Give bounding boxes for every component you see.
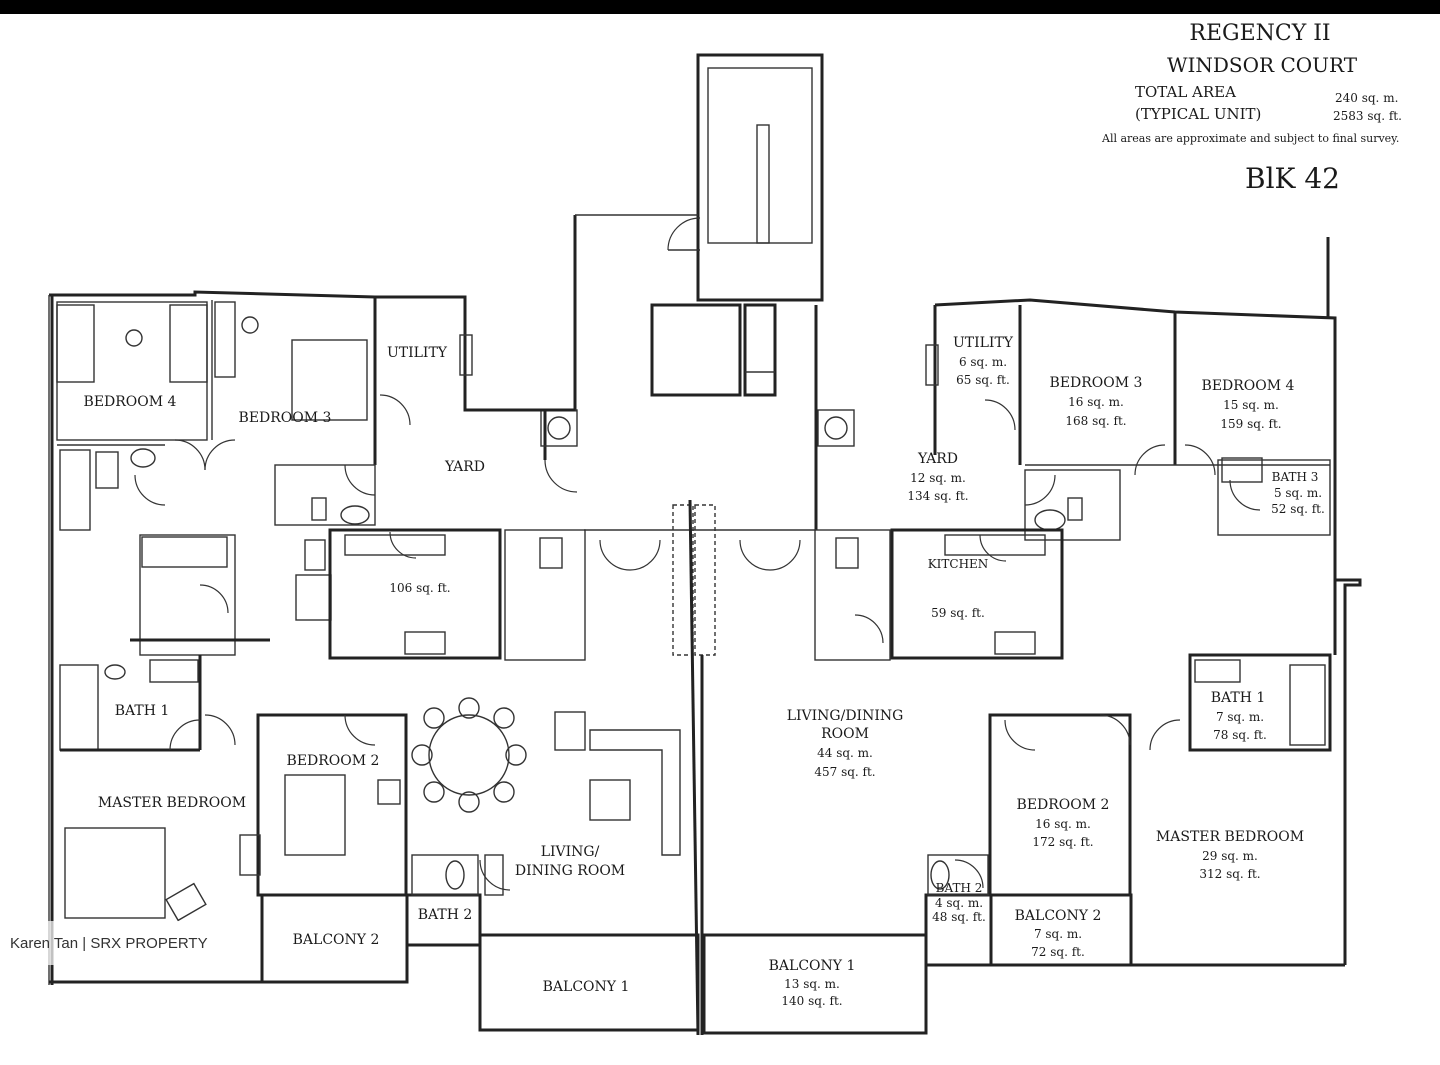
right-living-dining-label-1: LIVING/DINING <box>787 708 904 724</box>
total-area-label: TOTAL AREA <box>1135 83 1236 101</box>
right-bedroom-3-sqft: 168 sq. ft. <box>1065 414 1126 428</box>
right-living-dining-sqft: 457 sq. ft. <box>814 765 875 779</box>
left-unit <box>48 290 700 1036</box>
right-balcony-2-sqft: 72 sq. ft. <box>1031 945 1085 959</box>
left-bath-1-label: BATH 1 <box>115 703 170 719</box>
watermark-credit: Karen Tan | SRX PROPERTY <box>0 921 236 965</box>
right-balcony-1-label: BALCONY 1 <box>769 958 856 974</box>
right-bedroom-2-label: BEDROOM 2 <box>1017 797 1110 813</box>
right-master-bedroom-label: MASTER BEDROOM <box>1156 829 1304 845</box>
right-living-dining-sqm: 44 sq. m. <box>817 746 873 760</box>
area-disclaimer: All areas are approximate and subject to… <box>1101 132 1399 145</box>
plan-subtitle: WINDSOR COURT <box>1167 53 1358 77</box>
right-bedroom-4-sqm: 15 sq. m. <box>1223 398 1279 412</box>
right-bedroom-4-label: BEDROOM 4 <box>1202 378 1295 394</box>
left-bedroom-4-label: BEDROOM 4 <box>84 394 177 410</box>
service-core <box>540 53 855 656</box>
left-living-dining-label-1: LIVING/ <box>541 844 600 860</box>
total-area-sqft: 2583 sq. ft. <box>1333 109 1402 123</box>
left-bath-2-label: BATH 2 <box>418 907 473 923</box>
left-unit-labels: BEDROOM 4 BEDROOM 3 UTILITY YARD 106 sq.… <box>84 345 630 995</box>
left-yard-label: YARD <box>444 459 485 475</box>
right-balcony-1-sqft: 140 sq. ft. <box>781 994 842 1008</box>
right-bath-1-label: BATH 1 <box>1211 690 1266 706</box>
right-bath-2-label: BATH 2 <box>936 881 983 895</box>
right-balcony-1-sqm: 13 sq. m. <box>784 977 840 991</box>
right-bedroom-2-sqm: 16 sq. m. <box>1035 817 1091 831</box>
right-master-bedroom-sqft: 312 sq. ft. <box>1199 867 1260 881</box>
right-yard-sqm: 12 sq. m. <box>910 471 966 485</box>
right-bath-3-sqm: 5 sq. m. <box>1274 486 1322 500</box>
right-utility-sqm: 6 sq. m. <box>959 355 1007 369</box>
right-bath-1-sqm: 7 sq. m. <box>1216 710 1264 724</box>
left-master-bedroom-label: MASTER BEDROOM <box>98 795 246 811</box>
top-border <box>0 0 1440 14</box>
right-bedroom-4-sqft: 159 sq. ft. <box>1220 417 1281 431</box>
right-bedroom-3-sqm: 16 sq. m. <box>1068 395 1124 409</box>
right-utility-sqft: 65 sq. ft. <box>956 373 1010 387</box>
title-block: REGENCY II WINDSOR COURT TOTAL AREA (TYP… <box>1101 21 1402 195</box>
right-bath-3-label: BATH 3 <box>1272 470 1319 484</box>
right-bath-2-sqm: 4 sq. m. <box>935 896 983 910</box>
right-yard-sqft: 134 sq. ft. <box>907 489 968 503</box>
left-living-dining-label-2: DINING ROOM <box>515 863 625 879</box>
left-utility-label: UTILITY <box>387 345 448 361</box>
total-area-sqm: 240 sq. m. <box>1335 91 1398 105</box>
right-unit <box>700 237 1362 1035</box>
right-yard-label: YARD <box>917 451 958 467</box>
left-balcony-1-label: BALCONY 1 <box>543 979 630 995</box>
right-balcony-2-label: BALCONY 2 <box>1015 908 1102 924</box>
left-bedroom-3-label: BEDROOM 3 <box>239 410 332 426</box>
right-unit-labels: UTILITY 6 sq. m. 65 sq. ft. BEDROOM 3 16… <box>769 335 1325 1008</box>
right-bedroom-3-label: BEDROOM 3 <box>1050 375 1143 391</box>
typical-unit-note: (TYPICAL UNIT) <box>1135 105 1261 123</box>
plan-title: REGENCY II <box>1189 21 1330 46</box>
right-bedroom-2-sqft: 172 sq. ft. <box>1032 835 1093 849</box>
right-bath-2-sqft: 48 sq. ft. <box>932 910 986 924</box>
right-kitchen-label: KITCHEN <box>928 557 989 571</box>
right-balcony-2-sqm: 7 sq. m. <box>1034 927 1082 941</box>
right-master-bedroom-sqm: 29 sq. m. <box>1202 849 1258 863</box>
block-number: BlK 42 <box>1245 162 1340 195</box>
right-bath-1-sqft: 78 sq. ft. <box>1213 728 1267 742</box>
left-balcony-2-label: BALCONY 2 <box>293 932 380 948</box>
right-living-dining-label-2: ROOM <box>821 726 869 742</box>
left-kitchen-area: 106 sq. ft. <box>389 581 450 595</box>
right-bath-3-sqft: 52 sq. ft. <box>1271 502 1325 516</box>
right-kitchen-sqft: 59 sq. ft. <box>931 606 985 620</box>
right-utility-label: UTILITY <box>953 335 1014 351</box>
left-bedroom-2-label: BEDROOM 2 <box>287 753 380 769</box>
